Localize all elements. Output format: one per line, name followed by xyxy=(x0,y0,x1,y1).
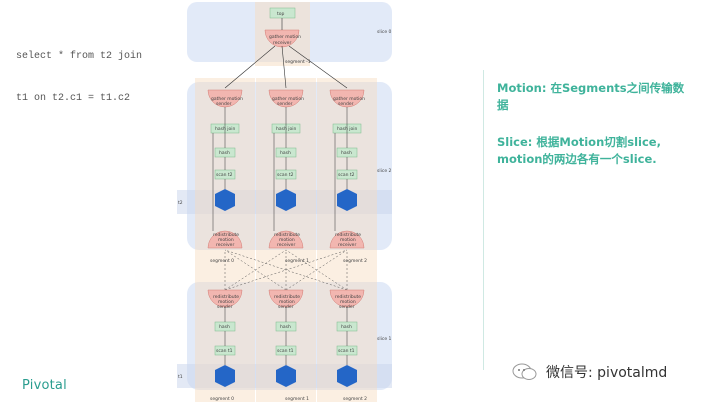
slice-note: Slice: 根据Motion切割slice, motion的两边各有一个sli… xyxy=(497,134,661,168)
top-node-label: top xyxy=(277,11,285,17)
svg-text:motion: motion xyxy=(340,237,356,243)
svg-text:scan t1: scan t1 xyxy=(216,348,233,354)
sql-line-2: t1 on t2.c1 = t1.c2 xyxy=(16,93,131,104)
svg-text:scan t2: scan t2 xyxy=(216,172,233,178)
svg-text:motion: motion xyxy=(279,299,295,305)
svg-text:hash: hash xyxy=(219,150,230,156)
slice-note-line-1: Slice: 根据Motion切割slice, xyxy=(497,135,661,149)
svg-text:segment 0: segment 0 xyxy=(210,258,234,264)
svg-text:sender: sender xyxy=(216,101,232,107)
t1-side-label: t1 xyxy=(178,374,183,380)
svg-text:receiver: receiver xyxy=(277,242,295,248)
svg-text:receiver: receiver xyxy=(338,242,356,248)
svg-text:segment 2: segment 2 xyxy=(343,258,367,264)
svg-text:sender: sender xyxy=(277,101,293,107)
svg-text:hash: hash xyxy=(341,150,352,156)
svg-text:segment 1: segment 1 xyxy=(285,396,309,402)
svg-text:redistribute: redistribute xyxy=(213,232,239,238)
svg-text:gather motion: gather motion xyxy=(272,96,304,102)
brand-logo: Pivotal xyxy=(22,378,67,393)
svg-text:redistribute: redistribute xyxy=(274,294,300,300)
sql-line-1: select * from t2 join xyxy=(16,51,143,62)
slice-note-line-2: motion的两边各有一个slice. xyxy=(497,152,657,166)
svg-text:hash: hash xyxy=(341,324,352,330)
svg-text:segment 0: segment 0 xyxy=(210,396,234,402)
sql-query: select * from t2 join t1 on t2.c1 = t1.c… xyxy=(16,22,142,120)
slice-1-label: slice 1 xyxy=(377,336,392,342)
svg-text:gather motion: gather motion xyxy=(333,96,365,102)
svg-text:scan t2: scan t2 xyxy=(338,172,355,178)
motion-note-line-1: Motion: 在Segments之间传输数 xyxy=(497,81,685,95)
svg-text:gather motion: gather motion xyxy=(211,96,243,102)
svg-text:segment 1: segment 1 xyxy=(285,258,309,264)
svg-text:scan t2: scan t2 xyxy=(277,172,294,178)
motion-note: Motion: 在Segments之间传输数 据 xyxy=(497,80,684,114)
svg-text:redistribute: redistribute xyxy=(335,232,361,238)
motion-slice-diagram: slice 0 top gather motion receiver segme… xyxy=(177,2,392,402)
svg-text:hash: hash xyxy=(280,324,291,330)
gather-receiver-label-2: receiver xyxy=(273,40,291,46)
divider xyxy=(483,70,484,370)
wechat-icon xyxy=(512,363,537,380)
svg-text:scan t1: scan t1 xyxy=(338,348,355,354)
gather-receiver-label-1: gather motion xyxy=(269,34,301,40)
svg-text:scan t1: scan t1 xyxy=(277,348,294,354)
svg-text:sender: sender xyxy=(338,101,354,107)
svg-text:redistribute: redistribute xyxy=(213,294,239,300)
svg-text:receiver: receiver xyxy=(216,242,234,248)
svg-text:motion: motion xyxy=(279,237,295,243)
svg-text:hash: hash xyxy=(280,150,291,156)
svg-text:segment 2: segment 2 xyxy=(343,396,367,402)
slice-0-label: slice 0 xyxy=(377,29,392,35)
slice-2-label: slice 2 xyxy=(377,168,392,174)
segment-minus1-label: segment -1 xyxy=(285,59,311,65)
motion-note-line-2: 据 xyxy=(497,98,509,112)
wechat-id: 微信号: pivotalmd xyxy=(512,362,667,382)
gather-receiver-node xyxy=(264,29,300,48)
svg-text:motion: motion xyxy=(340,299,356,305)
svg-text:redistribute: redistribute xyxy=(274,232,300,238)
svg-text:motion: motion xyxy=(218,299,234,305)
svg-text:hash: hash xyxy=(219,324,230,330)
top-node xyxy=(269,7,296,19)
t2-side-label: t2 xyxy=(178,200,183,206)
slice-1-box xyxy=(187,282,392,390)
svg-text:motion: motion xyxy=(218,237,234,243)
svg-text:redistribute: redistribute xyxy=(335,294,361,300)
wechat-label: 微信号: pivotalmd xyxy=(546,365,668,381)
